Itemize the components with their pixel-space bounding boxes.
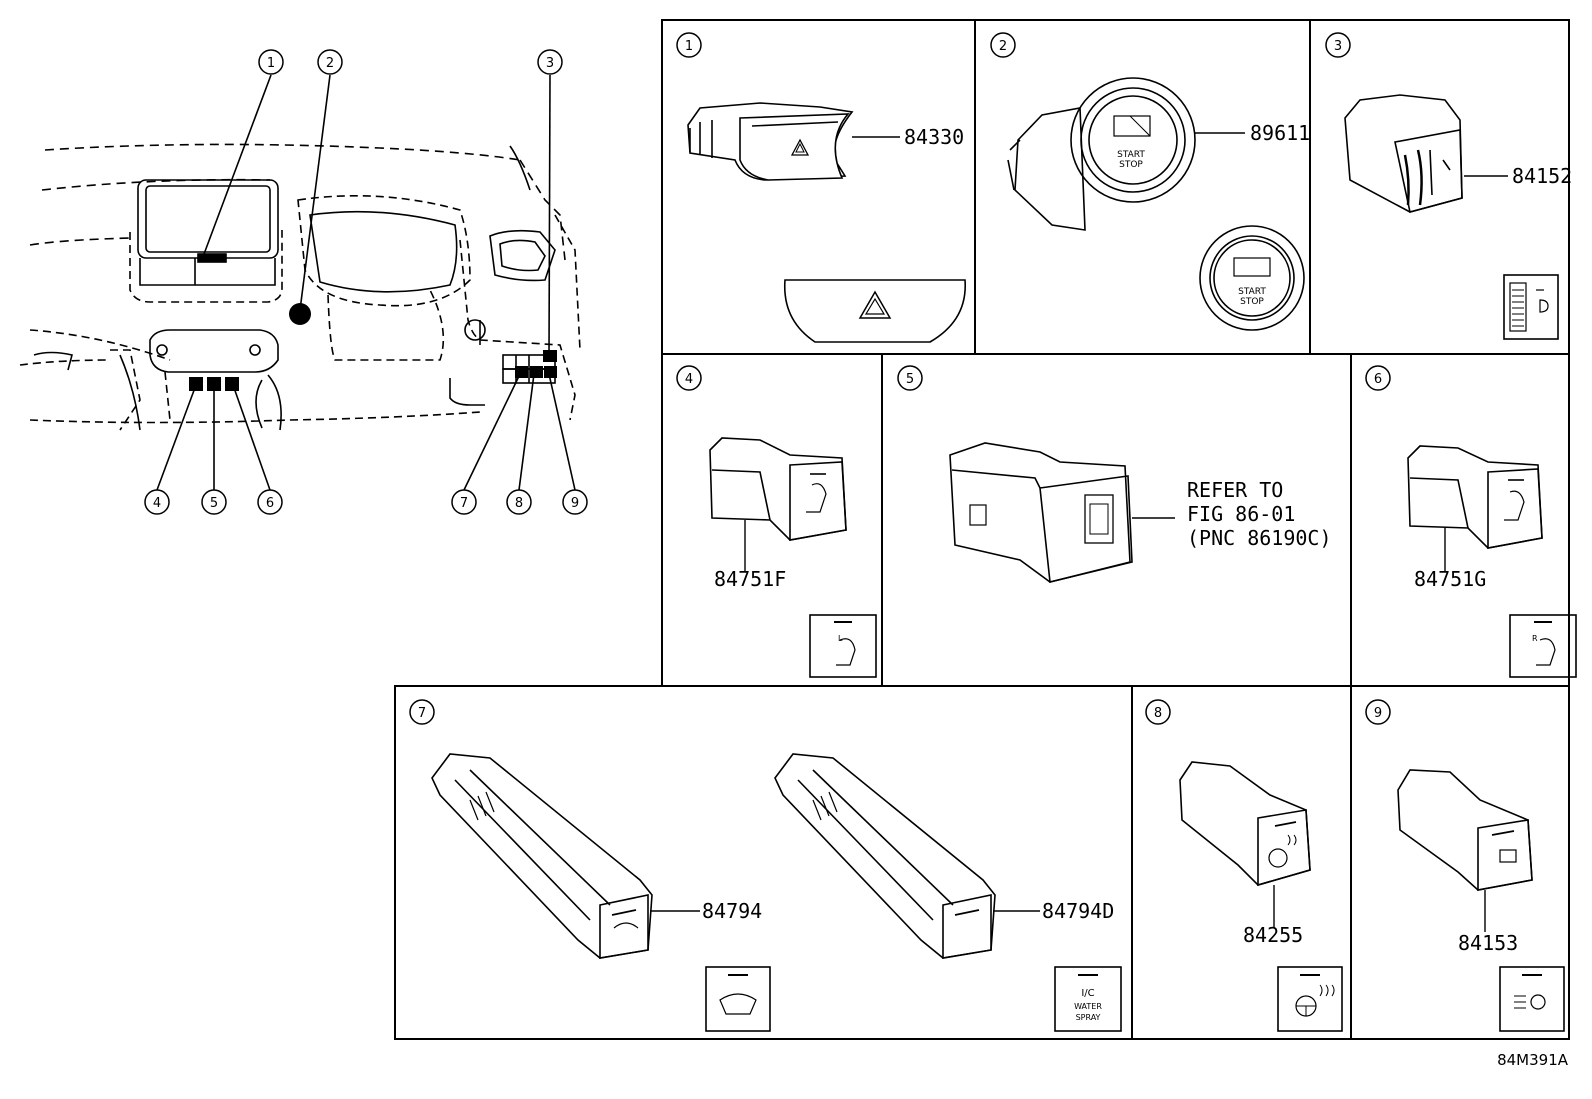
spray-label: SPRAY [1076,1013,1101,1022]
ic-label: I/C [1081,988,1094,999]
seat-left-letter: L [838,634,843,643]
part-number-84751f: 84751F [714,567,786,591]
headlight-leveling-switch [1397,769,1565,1032]
svg-text:8: 8 [1154,706,1162,721]
panel-callout-9: 9 [1365,699,1391,725]
seat-right-letter: R [1532,634,1538,643]
svg-text:4: 4 [153,496,161,511]
svg-text:9: 9 [571,496,579,511]
svg-text:7: 7 [460,496,468,511]
svg-text:3: 3 [1334,39,1342,54]
part-number-89611: 89611 [1250,121,1310,145]
location-markers [189,303,557,391]
refer-pnc-line: (PNC 86190C) [1187,526,1332,550]
svg-text:5: 5 [906,372,914,387]
svg-text:1: 1 [267,56,275,71]
part-number-84794d: 84794D [1042,899,1114,923]
figure-code: 84M391A [1497,1051,1568,1069]
panel-callout-7: 7 [409,699,435,725]
svg-text:5: 5 [210,496,218,511]
svg-text:8: 8 [515,496,523,511]
part-number-84255: 84255 [1243,923,1303,947]
panel-callout-8: 8 [1145,699,1171,725]
overview-callouts: 1 2 3 4 5 6 7 8 9 [144,49,588,515]
start-label: START [1238,287,1266,297]
dimmer-switch [1344,94,1559,340]
stop-label-small: STOP [1119,160,1143,170]
part-number-84152: 84152 [1512,164,1572,188]
start-label-small: START [1117,150,1145,160]
callout-7: 7 [451,489,477,515]
part-number-84751g: 84751G [1414,567,1486,591]
dashboard-overview [19,74,581,491]
refer-to-line: REFER TO [1187,478,1283,502]
svg-text:1: 1 [685,39,693,54]
stop-label: STOP [1240,297,1264,307]
part-number-84153: 84153 [1458,931,1518,955]
panel-callouts: 1 2 3 4 5 6 7 8 9 [409,32,1391,725]
svg-text:2: 2 [326,56,334,71]
svg-text:6: 6 [266,496,274,511]
steering-heater-switch [1179,761,1343,1032]
callout-2: 2 [317,49,343,75]
hazard-switch [687,102,966,343]
panel-callout-4: 4 [676,365,702,391]
callout-6: 6 [257,489,283,515]
seat-heater-switch-right [1407,445,1577,678]
panel-callout-1: 1 [676,32,702,58]
callout-9: 9 [562,489,588,515]
callout-4: 4 [144,489,170,515]
panel-callout-2: 2 [990,32,1016,58]
svg-text:2: 2 [999,39,1007,54]
svg-text:4: 4 [685,372,693,387]
refer-fig-line: FIG 86-01 [1187,502,1295,526]
panel-callout-5: 5 [897,365,923,391]
callout-1: 1 [258,49,284,75]
long-switch-a [431,753,771,1032]
panel-callout-6: 6 [1365,365,1391,391]
svg-text:9: 9 [1374,706,1382,721]
part-number-84794: 84794 [702,899,762,923]
svg-text:3: 3 [546,56,554,71]
svg-text:7: 7 [418,706,426,721]
panel-module [949,442,1175,583]
water-label: WATER [1074,1002,1102,1011]
callout-8: 8 [506,489,532,515]
panel-frames [394,19,1570,1040]
svg-text:6: 6 [1374,372,1382,387]
callout-3: 3 [537,49,563,75]
panel-callout-3: 3 [1325,32,1351,58]
start-stop-switch [1007,77,1305,331]
long-switch-b [774,753,1122,1032]
part-number-84330: 84330 [904,125,964,149]
callout-5: 5 [201,489,227,515]
seat-heater-switch-left [709,437,877,678]
